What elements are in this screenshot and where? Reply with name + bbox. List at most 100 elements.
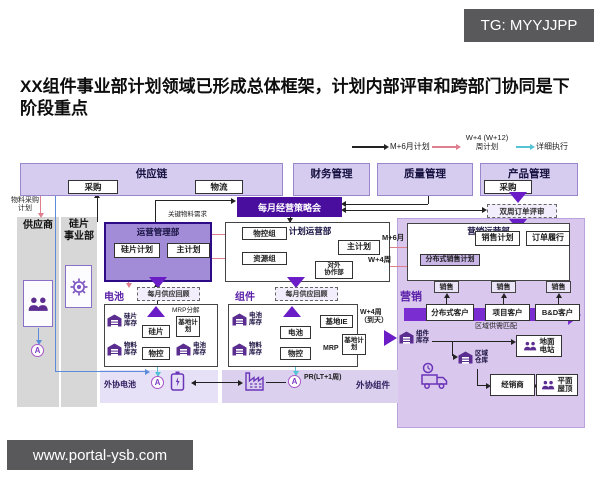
battery-label: 电池 (104, 292, 124, 303)
silicon-inventory: 硅片库存 (107, 313, 138, 327)
flow-line (346, 204, 428, 205)
pr-label: PR(LT+1周) (304, 374, 342, 381)
supplier-icon-box (23, 280, 53, 327)
flow-line (157, 361, 158, 374)
flow-line (477, 369, 478, 385)
legend-line-weekly (432, 146, 456, 148)
sales-box-1: 销售 (434, 281, 459, 293)
watermark-bottom-left: www.portal-ysb.com (7, 440, 193, 470)
module-up-arrow (283, 306, 301, 317)
base-ie-box: 基地IE (320, 315, 353, 328)
flow-arrow (511, 338, 516, 345)
watermark-top-right: TG: MYYJJPP (464, 9, 594, 42)
sales-box-3: 销售 (546, 281, 571, 293)
module-monthly-review: 每月供应回顾 (275, 287, 338, 301)
flow-line (446, 295, 447, 304)
module-label: 组件 (235, 292, 255, 303)
people-icon (28, 297, 48, 311)
module-inventory: 组件库存 (399, 330, 430, 344)
flow-arrow (125, 283, 132, 288)
legend-line-monthly (352, 146, 384, 148)
warehouse-icon (232, 313, 247, 326)
flow-line (452, 341, 453, 356)
connector-a: A (288, 375, 301, 388)
material-inventory-2: 物料库存 (232, 342, 263, 356)
gear-icon-box (65, 265, 92, 308)
flow-arrow (500, 293, 507, 298)
flow-arrow (443, 293, 450, 298)
people-icon (542, 380, 555, 390)
external-battery-label: 外协电池 (104, 380, 136, 389)
module-right-arrow (384, 330, 397, 346)
review-down-arrow (509, 192, 527, 203)
band-product: 产品管理 (480, 163, 578, 196)
connector-a: A (31, 344, 44, 357)
m6-label: M+6月 (382, 233, 405, 242)
order-fulfillment-box: 订单履行 (526, 231, 570, 246)
base-plan-box-2: 基地计划 (342, 334, 366, 355)
external-module-label: 外协组件 (356, 380, 391, 390)
battery-icon (170, 371, 185, 396)
band-supply-chain: 供应链 (20, 163, 283, 196)
regional-match-label: 区域供需匹配 (475, 323, 517, 330)
customer-box-1: 分布式客户 (426, 304, 474, 321)
marketing-label: 营销 (400, 291, 422, 303)
flow-arrow (145, 368, 150, 375)
customer-box-3: B&D客户 (535, 304, 580, 321)
flow-arrow (292, 371, 299, 376)
flow-line (155, 200, 156, 222)
flow-line (38, 328, 39, 342)
warehouse-icon (107, 314, 122, 327)
battery-inventory-1: 电池库存 (176, 342, 207, 356)
monthly-meeting-box: 每月经营策略会 (237, 197, 342, 217)
flow-arrow (486, 382, 491, 389)
legend-monthly-label: M+6月计划 (390, 142, 430, 151)
flow-line (346, 210, 485, 211)
warehouse-icon (399, 331, 414, 344)
silicon-plan-box: 硅片计划 (114, 243, 160, 258)
flow-arrow (154, 372, 161, 377)
warehouse-icon (232, 343, 247, 356)
flow-arrow (533, 382, 538, 389)
silicon-box: 硅片 (142, 325, 170, 338)
flow-arrow (35, 340, 42, 345)
flow-line (558, 295, 559, 304)
page-title: XX组件事业部计划领域已形成总体框架，计划内部评审和跨部门协同是下阶段重点 (20, 77, 570, 118)
purchase-box: 采购 (68, 180, 118, 194)
distributed-sales-plan-box: 分布式销售计划 (420, 254, 480, 266)
flat-roof-box: 平面屋顶 (536, 374, 578, 396)
warehouse-icon (107, 343, 122, 356)
ground-station-box: 地面电站 (516, 335, 562, 357)
sales-box-2: 销售 (491, 281, 516, 293)
flow-line (428, 196, 429, 204)
module-review-arrow (287, 277, 305, 288)
master-plan-box-1: 主计划 (167, 243, 210, 258)
flow-line (477, 385, 488, 386)
flow-line (157, 283, 158, 324)
flow-arrow (341, 201, 346, 207)
material-control-box-1: 物控 (142, 347, 170, 360)
legend-exec-label: 详细执行 (536, 142, 568, 151)
flow-arrow (555, 293, 562, 298)
band-finance: 财务管理 (293, 163, 370, 196)
flow-line (194, 382, 240, 383)
gear-icon (70, 278, 87, 295)
flow-line (55, 371, 147, 372)
flow-line (432, 341, 513, 342)
flow-line (295, 361, 296, 373)
factory-icon (243, 371, 267, 396)
key-material-label: 关键物料需求 (168, 211, 207, 218)
material-group-box: 物控组 (242, 227, 287, 240)
people-icon (524, 341, 537, 351)
legend-line-exec (516, 146, 530, 148)
plan-ops-header: 计划运营部 (288, 226, 332, 236)
flow-arrow (231, 197, 236, 204)
band-quality: 质量管理 (377, 163, 473, 196)
flow-line (503, 295, 504, 304)
battery-up-arrow (147, 306, 165, 317)
mrp-label: MRP (323, 345, 339, 352)
battery-inventory-2: 电池库存 (232, 312, 263, 326)
flow-arrow (341, 207, 346, 213)
truck-clock-icon (419, 362, 451, 395)
flow-arrow (238, 379, 243, 386)
